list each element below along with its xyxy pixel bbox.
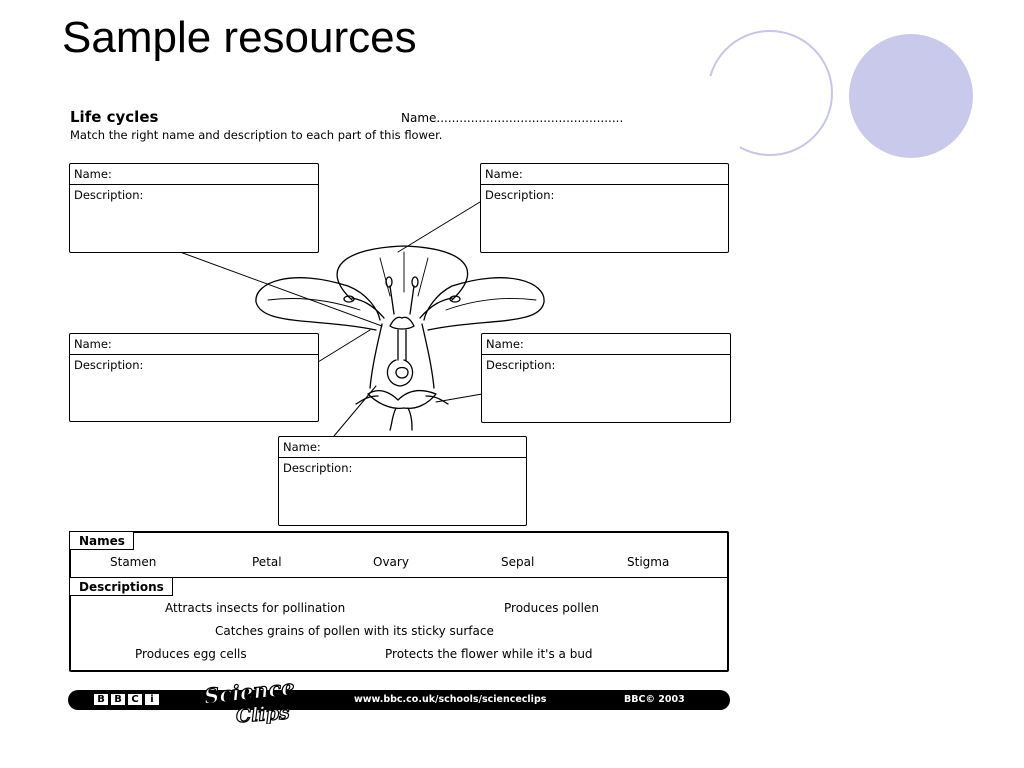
name-item[interactable]: Stamen bbox=[110, 555, 157, 569]
label-box-description: Description: bbox=[74, 358, 144, 372]
logo-line-2: Clips bbox=[235, 702, 290, 724]
label-box-bottom[interactable]: Name: Description: bbox=[278, 436, 527, 526]
leader-line-3 bbox=[317, 329, 371, 363]
flower-petal-right bbox=[423, 277, 545, 331]
name-item[interactable]: Sepal bbox=[501, 555, 535, 569]
label-box-name: Name: bbox=[481, 164, 728, 185]
label-box-name: Name: bbox=[482, 334, 730, 355]
description-item[interactable]: Attracts insects for pollination bbox=[165, 601, 346, 615]
bbc-letter: B bbox=[111, 694, 125, 705]
label-box-name: Name: bbox=[70, 164, 318, 185]
style bbox=[397, 329, 407, 361]
label-box-middle-right[interactable]: Name: Description: bbox=[481, 333, 731, 423]
title-band bbox=[0, 0, 700, 76]
answer-panel: Names Stamen Petal Ovary Sepal Stigma De… bbox=[69, 531, 729, 672]
flower-petal-left bbox=[255, 277, 381, 331]
name-item[interactable]: Stigma bbox=[627, 555, 670, 569]
stem bbox=[389, 407, 413, 431]
panel-divider bbox=[71, 577, 727, 578]
anther-2 bbox=[385, 276, 393, 288]
footer-copyright: BBC© 2003 bbox=[624, 694, 685, 705]
name-item[interactable]: Ovary bbox=[373, 555, 409, 569]
label-box-description: Description: bbox=[283, 461, 353, 475]
names-heading: Names bbox=[69, 531, 134, 550]
worksheet-instruction: Match the right name and description to … bbox=[70, 128, 443, 142]
description-item[interactable]: Produces pollen bbox=[504, 601, 599, 615]
slide-title: Sample resources bbox=[62, 13, 417, 62]
flower-tube bbox=[369, 323, 435, 389]
stigma bbox=[389, 316, 415, 330]
leader-line-5 bbox=[333, 385, 377, 437]
label-box-top-left[interactable]: Name: Description: bbox=[69, 163, 319, 253]
receptacle bbox=[355, 395, 449, 405]
footer-bar: B B C i www.bbc.co.uk/schools/sciencecli… bbox=[68, 690, 730, 710]
label-box-description: Description: bbox=[486, 358, 556, 372]
worksheet-title: Life cycles bbox=[70, 108, 159, 126]
ovule bbox=[395, 366, 409, 379]
leader-line-4 bbox=[435, 393, 483, 403]
label-box-description: Description: bbox=[485, 188, 555, 202]
label-box-name: Name: bbox=[70, 334, 318, 355]
description-item[interactable]: Protects the flower while it's a bud bbox=[385, 647, 593, 661]
anther-4 bbox=[449, 295, 461, 303]
footer-url[interactable]: www.bbc.co.uk/schools/scienceclips bbox=[354, 694, 547, 705]
description-item[interactable]: Catches grains of pollen with its sticky… bbox=[215, 624, 494, 638]
descriptions-heading: Descriptions bbox=[69, 577, 173, 596]
label-box-middle-left[interactable]: Name: Description: bbox=[69, 333, 319, 422]
label-box-name: Name: bbox=[279, 437, 526, 458]
decor-circle-5 bbox=[849, 34, 973, 158]
label-box-top-right[interactable]: Name: Description: bbox=[480, 163, 729, 253]
leader-line-2 bbox=[397, 201, 481, 253]
bbc-letter: i bbox=[145, 694, 159, 705]
stamens bbox=[351, 285, 453, 319]
ovary bbox=[386, 359, 414, 387]
worksheet-name-line: Name....................................… bbox=[401, 111, 624, 125]
sepals bbox=[367, 390, 437, 410]
anther-1 bbox=[343, 295, 355, 303]
leader-line-1 bbox=[179, 251, 383, 327]
petal-veins bbox=[267, 251, 537, 311]
flower-petal-back bbox=[336, 245, 469, 301]
name-item[interactable]: Petal bbox=[252, 555, 282, 569]
anther-3 bbox=[411, 276, 419, 288]
label-box-description: Description: bbox=[74, 188, 144, 202]
science-clips-logo: Science Clips bbox=[202, 676, 296, 724]
bbc-letter: B bbox=[94, 694, 108, 705]
bbc-letter: C bbox=[128, 694, 142, 705]
description-item[interactable]: Produces egg cells bbox=[135, 647, 247, 661]
